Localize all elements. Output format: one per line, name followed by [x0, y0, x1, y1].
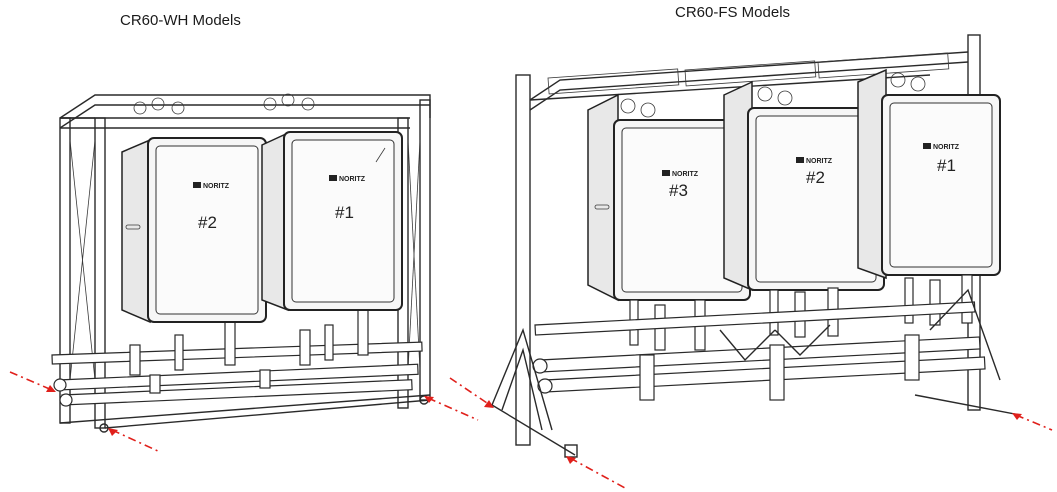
noritz-logo-icon — [193, 182, 201, 188]
wh-unit-2: NORITZ #2 — [121, 137, 267, 324]
flow-indicator-left-outlet — [111, 429, 161, 453]
flow-indicator-left-outlet — [569, 457, 626, 489]
flow-indicator-left — [449, 377, 491, 406]
unit-label: #3 — [669, 181, 688, 200]
brand-label: NORITZ — [933, 144, 960, 151]
brand-label: NORITZ — [339, 176, 366, 183]
fs-unit-3: NORITZ #3 — [587, 93, 751, 302]
flow-indicator-right — [427, 397, 479, 421]
brand-label: NORITZ — [203, 183, 230, 190]
wh-models-title: CR60-WH Models — [120, 12, 241, 29]
noritz-logo-icon — [662, 170, 670, 176]
fs-rack: NORITZ #3 NORITZ #2 NORITZ #1 — [449, 34, 1053, 489]
brand-label: NORITZ — [672, 171, 699, 178]
flow-indicator-left — [9, 371, 53, 391]
wh-rack: NORITZ #2 NORITZ #1 — [9, 93, 479, 453]
unit-label: #1 — [937, 156, 956, 175]
fs-models-title: CR60-FS Models — [675, 4, 791, 21]
wh-unit-1: NORITZ #1 — [261, 131, 403, 312]
flow-indicator-right — [1015, 414, 1053, 431]
unit-label: #2 — [198, 213, 217, 232]
unit-label: #1 — [335, 203, 354, 222]
fs-unit-2: NORITZ #2 — [723, 80, 885, 292]
noritz-logo-icon — [923, 143, 931, 149]
brand-label: NORITZ — [806, 158, 833, 165]
fs-unit-1: NORITZ #1 — [857, 68, 1001, 280]
unit-label: #2 — [806, 168, 825, 187]
noritz-logo-icon — [329, 175, 337, 181]
noritz-logo-icon — [796, 157, 804, 163]
